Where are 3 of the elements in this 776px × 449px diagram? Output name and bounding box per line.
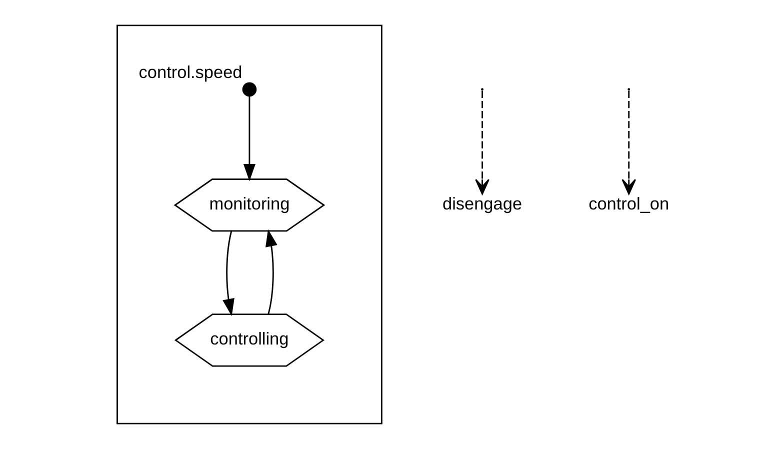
node-text: disengage [442,194,522,214]
node-text: control_on [588,194,669,214]
node-label: control.speed [138,62,242,82]
